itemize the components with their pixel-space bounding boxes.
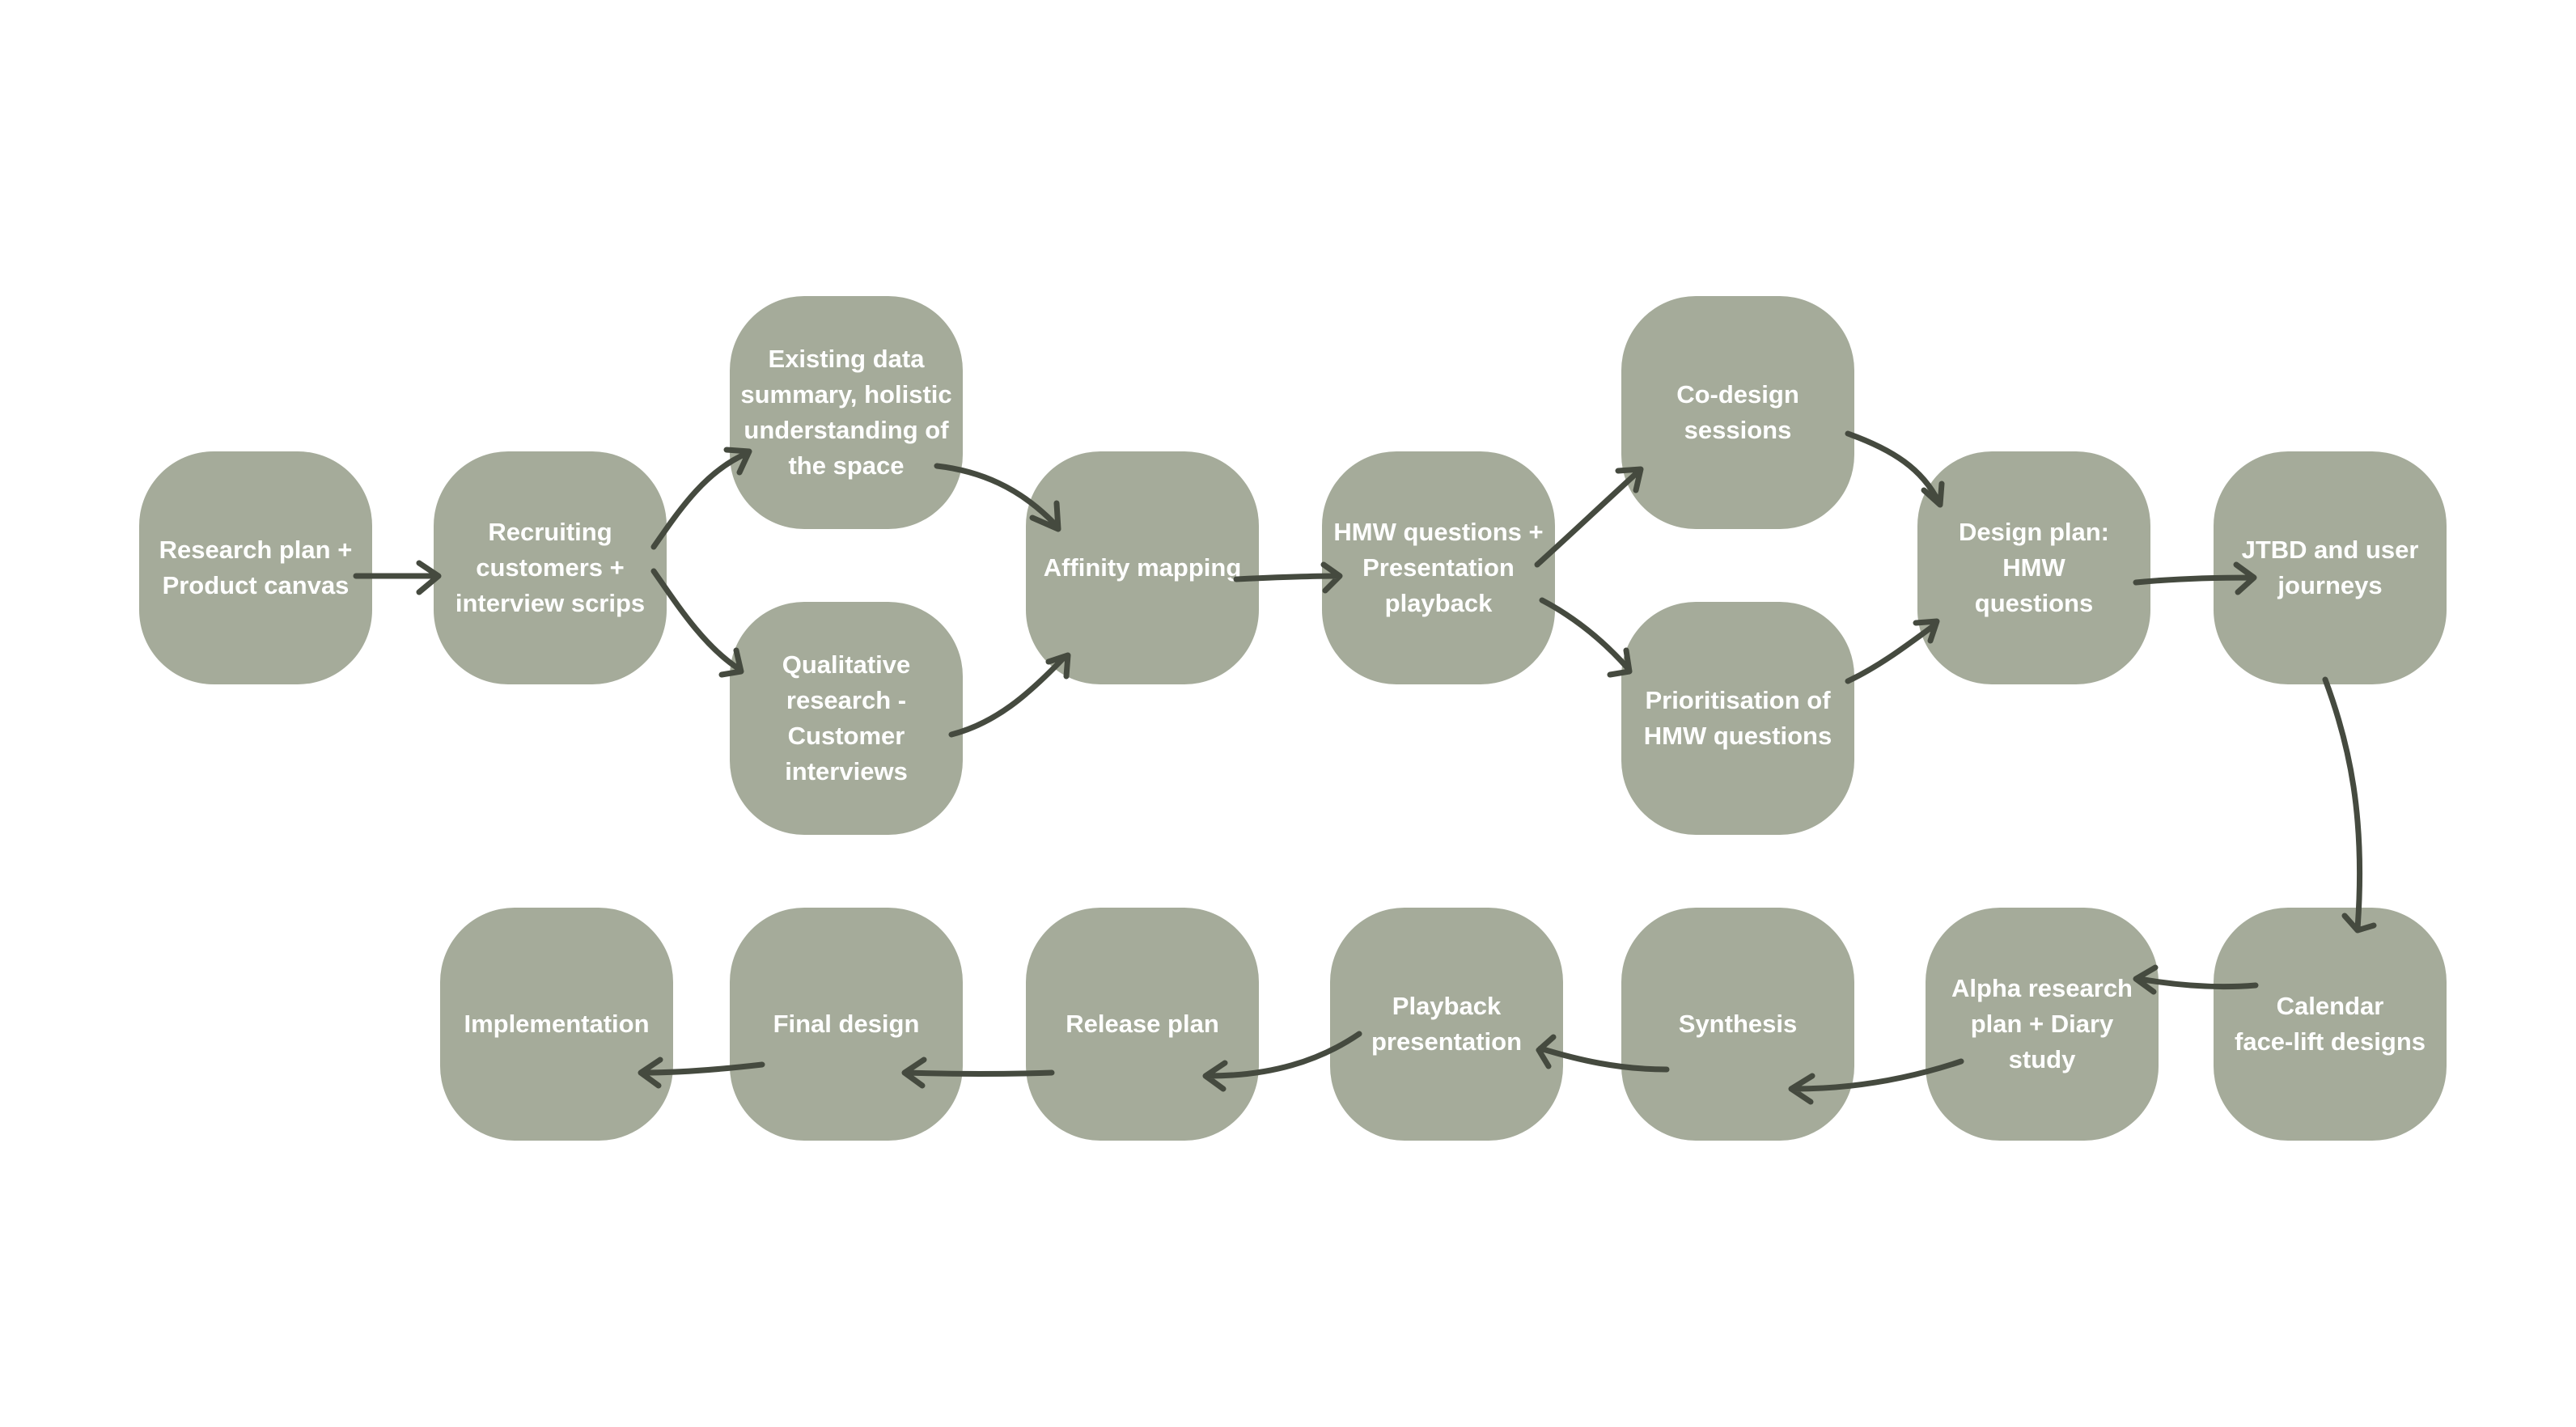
node-alpha-research: Alpha research plan + Diary study [1926,908,2159,1141]
node-label: JTBD and user journeys [2241,536,2419,599]
node-label: Final design [773,1010,920,1038]
node-prioritisation: Prioritisation of HMW questions [1621,602,1854,835]
node-calendar: Calendar face-lift designs [2214,908,2447,1141]
node-synthesis: Synthesis [1621,908,1854,1141]
node-affinity-mapping: Affinity mapping [1026,451,1259,684]
node-label: Synthesis [1678,1010,1798,1038]
node-label: Affinity mapping [1043,553,1242,582]
node-recruiting: Recruiting customers + interview scrips [434,451,667,684]
node-label: Qualitative research - Customer intervie… [782,650,911,785]
arrow-qualitative-research-to-affinity-mapping [948,652,1071,738]
node-design-plan: Design plan: HMW questions [1917,451,2150,684]
node-label: Implementation [464,1010,650,1038]
node-implementation: Implementation [440,908,673,1141]
arrow-jtbd-to-calendar [2322,676,2377,934]
node-playback-presentation: Playback presentation [1330,908,1563,1141]
node-hmw-questions: HMW questions + Presentation playback [1322,451,1555,684]
node-final-design: Final design [730,908,963,1141]
node-qualitative-research: Qualitative research - Customer intervie… [730,602,963,835]
node-existing-data: Existing data summary, holistic understa… [730,296,963,529]
node-label: HMW questions + Presentation playback [1333,518,1544,617]
node-label: Release plan [1066,1010,1219,1038]
node-co-design: Co-design sessions [1621,296,1854,529]
node-label: Calendar face-lift designs [2235,992,2426,1056]
node-label: Research plan + Product canvas [159,536,353,599]
node-label: Design plan: HMW questions [1958,518,2109,617]
node-label: Recruiting customers + interview scrips [455,518,646,617]
node-release-plan: Release plan [1026,908,1259,1141]
node-jtbd: JTBD and user journeys [2214,451,2447,684]
arrow-hmw-to-prioritisation [1539,597,1633,678]
node-label: Prioritisation of HMW questions [1643,686,1832,750]
node-research-plan: Research plan + Product canvas [139,451,372,684]
node-label: Playback presentation [1371,992,1523,1056]
arrow-recruiting-to-qualitative-research [650,568,744,678]
node-label: Alpha research plan + Diary study [1951,974,2133,1073]
node-label: Existing data summary, holistic understa… [740,345,952,480]
node-label: Co-design sessions [1676,380,1799,444]
